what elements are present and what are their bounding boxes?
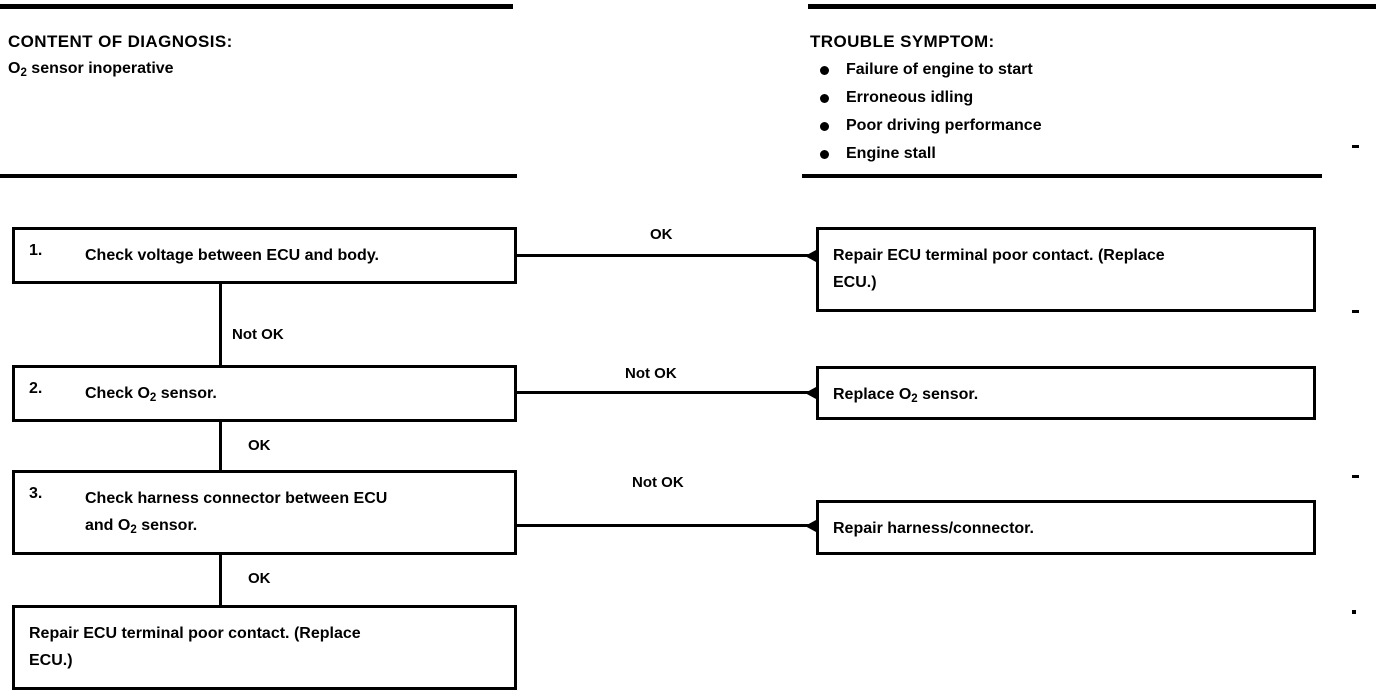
final-result-box: Repair ECU terminal poor contact. (Repla… (12, 605, 517, 690)
result-3-box: Repair harness/connector. (816, 500, 1316, 555)
result-3-label: Repair harness/connector. (833, 520, 1034, 537)
result-1-box: Repair ECU terminal poor contact. (Repla… (816, 227, 1316, 312)
step-2-ok-label: OK (248, 437, 271, 454)
list-item: Erroneous idling (818, 84, 1042, 112)
diagnosis-subject-subscript: 2 (20, 66, 27, 79)
step-2-to-3-connector (219, 422, 222, 470)
step-3-line1: Check harness connector between ECU (85, 490, 388, 507)
final-result-line2: ECU.) (29, 652, 73, 669)
symptom-section-bottom-rule (802, 174, 1322, 178)
registration-tick-icon (1352, 310, 1359, 313)
top-rule-right (808, 4, 1376, 9)
bullet-icon (820, 66, 829, 75)
registration-tick-icon (1352, 145, 1359, 148)
final-result-label: Repair ECU terminal poor contact. (Repla… (29, 620, 504, 674)
step-1-ok-label: OK (650, 226, 673, 243)
symptom-label: Failure of engine to start (846, 61, 1033, 78)
symptom-label: Poor driving performance (846, 117, 1042, 134)
step-3-box: 3. Check harness connector between ECU a… (12, 470, 517, 555)
result-2-label: Replace O2 sensor. (833, 381, 1303, 410)
bullet-icon (820, 122, 829, 131)
result-1-line1: Repair ECU terminal poor contact. (Repla… (833, 247, 1165, 264)
step-2-text-subscript: 2 (149, 391, 157, 404)
step-3-label: Check harness connector between ECU and … (85, 485, 504, 541)
trouble-symptom-heading: TROUBLE SYMPTOM: (810, 32, 995, 51)
step-3-not-ok-arrowhead (805, 520, 816, 532)
step-3-not-ok-label: Not OK (632, 474, 684, 491)
step-3-not-ok-connector (517, 524, 809, 527)
step-2-not-ok-connector (517, 391, 809, 394)
symptom-label: Erroneous idling (846, 89, 974, 106)
top-rule-left (0, 4, 513, 9)
result-2-box: Replace O2 sensor. (816, 366, 1316, 420)
diagnosis-section-bottom-rule (0, 174, 517, 178)
final-result-line1: Repair ECU terminal poor contact. (Repla… (29, 625, 361, 642)
step-2-text-prefix: Check O (85, 385, 150, 402)
symptom-label: Engine stall (846, 145, 936, 162)
content-of-diagnosis-subject: O2 sensor inoperative (8, 60, 174, 79)
step-1-number: 1. (29, 242, 43, 259)
registration-tick-icon (1352, 475, 1359, 478)
step-2-not-ok-arrowhead (805, 387, 816, 399)
list-item: Poor driving performance (818, 112, 1042, 140)
step-1-box: 1. Check voltage between ECU and body. (12, 227, 517, 284)
bullet-icon (820, 94, 829, 103)
step-1-not-ok-label: Not OK (232, 326, 284, 343)
diagnosis-subject-suffix: sensor inoperative (26, 60, 174, 77)
bullet-icon (820, 150, 829, 159)
step-3-ok-label: OK (248, 570, 271, 587)
step-2-text-suffix: sensor. (156, 385, 217, 402)
step-1-label: Check voltage between ECU and body. (85, 247, 379, 264)
list-item: Failure of engine to start (818, 56, 1042, 84)
result-1-label: Repair ECU terminal poor contact. (Repla… (833, 242, 1303, 296)
step-2-number: 2. (29, 380, 43, 397)
step-2-not-ok-label: Not OK (625, 365, 677, 382)
result-2-prefix: Replace O (833, 386, 912, 403)
result-1-line2: ECU.) (833, 274, 877, 291)
step-2-box: 2. Check O2 sensor. (12, 365, 517, 422)
step-3-line2-suffix: sensor. (136, 517, 198, 534)
diagnosis-subject-prefix: O (8, 60, 21, 77)
step-1-ok-connector (517, 254, 809, 257)
step-3-number: 3. (29, 485, 43, 502)
trouble-symptom-list: Failure of engine to start Erroneous idl… (818, 56, 1042, 168)
result-2-suffix: sensor. (917, 386, 979, 403)
content-of-diagnosis-heading: CONTENT OF DIAGNOSIS: (8, 32, 233, 51)
step-3-line2-subscript: 2 (130, 523, 137, 536)
registration-tick-icon (1352, 610, 1356, 614)
result-2-subscript: 2 (911, 392, 918, 405)
step-2-label: Check O2 sensor. (85, 380, 504, 409)
step-3-line2-prefix: and O (85, 517, 131, 534)
step-3-to-final-connector (219, 555, 222, 605)
step-1-to-2-connector (219, 284, 222, 365)
step-1-ok-arrowhead (805, 250, 816, 262)
list-item: Engine stall (818, 140, 1042, 168)
